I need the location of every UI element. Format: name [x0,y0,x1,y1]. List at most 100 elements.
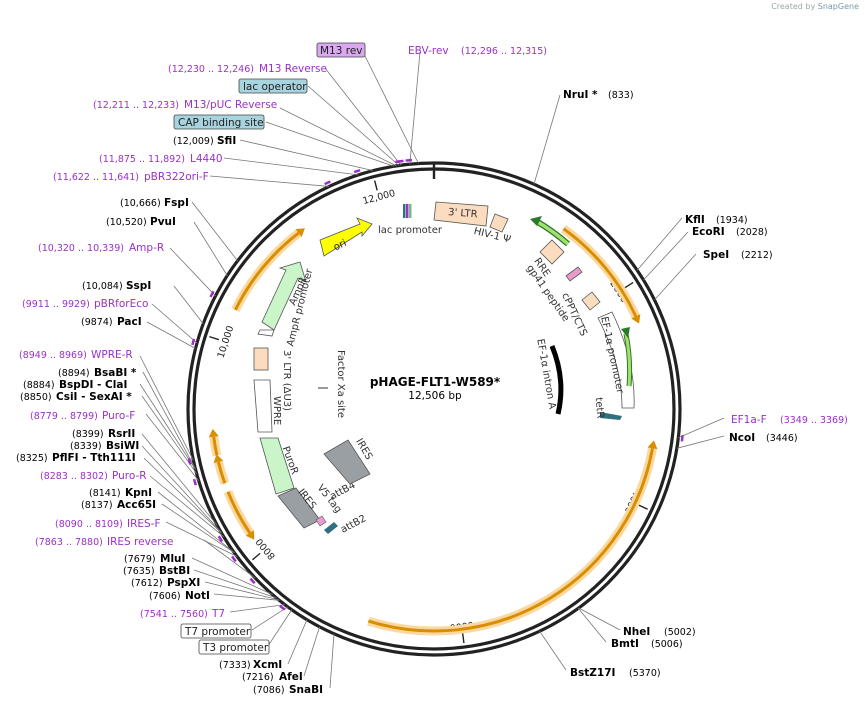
primer-m13-reverse[interactable]: M13 Reverse [259,63,327,75]
enzyme-mlui[interactable]: MluI [160,553,185,565]
leader-20 [141,433,218,526]
enzyme-pflfi-tth111i[interactable]: PflFI - Tth111I [52,452,136,464]
primer-pbr322ori-f[interactable]: pBR322ori-F [144,171,209,183]
enzyme-sfii[interactable]: SfiI [217,135,236,147]
gp41-feature[interactable] [565,266,583,282]
primer-amp-r[interactable]: Amp-R [129,242,164,254]
attb2-feature[interactable] [324,522,338,534]
enzyme-kpni[interactable]: KpnI [125,487,152,499]
cppt-feature[interactable] [581,291,601,311]
enzyme-paci[interactable]: PacI [117,316,142,328]
t3-promoter-box[interactable] [198,639,270,655]
enzyme-bsabi[interactable]: BsaBI * [94,367,137,379]
leader-29 [193,569,277,599]
primer-mark-4 [324,180,331,186]
primer-ires-f[interactable]: IRES-F [127,518,161,530]
enzyme-fspi[interactable]: FspI [164,197,189,209]
enzyme-xcmi[interactable]: XcmI [253,659,282,671]
tick-2000 [624,281,634,289]
enzyme-spei[interactable]: SpeI [703,249,729,261]
primer-pbrforeco-pos: (9911 .. 9929) [22,299,90,310]
enzyme-afei[interactable]: AfeI [279,671,303,683]
enzyme-rsrii[interactable]: RsrII [108,428,135,440]
enzyme-pspxi[interactable]: PspXI [167,577,200,589]
primer-ires-f-pos: (8090 .. 8109) [55,519,123,530]
leader-7 [223,157,359,176]
primer-ebv-rev[interactable]: EBV-rev [408,45,449,57]
leader-23 [149,475,225,538]
leader-32 [229,604,285,613]
primer-ef1a-f[interactable]: EF1a-F [731,414,767,426]
t3-promoter-label: T3 promoter [202,642,269,654]
enzyme-csii-sexai-pos: (8850) [20,392,52,403]
enzyme-bspdi-clai[interactable]: BspDI - ClaI [59,379,127,391]
orf-head-0 [631,314,641,324]
primer-l4440[interactable]: L4440 [190,153,223,165]
ef1a-intron-feature[interactable] [549,345,564,415]
leader-17 [139,383,196,470]
hiv-psi-feature[interactable] [489,213,509,233]
enzyme-noti[interactable]: NotI [185,590,210,602]
ori-label: ori [332,238,348,253]
attb2-label: attB2 [339,513,368,535]
primer-labels: EBV-rev (12,296 .. 12,315) M13 Reverse (… [19,45,848,620]
enzyme-kfli[interactable]: KflI [685,214,705,226]
ori-feature[interactable] [319,217,373,257]
orf-arc-1 [367,447,654,633]
primer-mark-11 [249,577,256,585]
primer-m13-puc-reverse[interactable]: M13/pUC Reverse [184,99,277,111]
enzyme-nhei[interactable]: NheI [623,626,650,638]
ampr-promoter-feature[interactable] [257,329,275,337]
primer-t7[interactable]: T7 [211,608,225,620]
tick-marks [209,163,648,644]
ires-feature[interactable] [323,439,371,485]
enzyme-pvui-pos: (10,520) [106,217,147,228]
m13-rev-box[interactable] [316,42,366,58]
v5-tag-feature[interactable] [315,515,327,527]
enzyme-sspi[interactable]: SspI [126,280,151,292]
enzyme-bmti[interactable]: BmtI [611,638,639,650]
leader-18 [141,395,197,474]
enzyme-ecori[interactable]: EcoRI [692,226,725,238]
puror-feature[interactable] [259,437,295,495]
orf-arc-5 [233,231,300,311]
enzyme-csii-sexai[interactable]: CsiI - SexAI * [56,391,132,403]
primer-pbrforeco[interactable]: pBRforEco [94,298,148,310]
rre-feature[interactable] [539,239,565,265]
three-ltr-du3-feature[interactable] [253,347,269,371]
primer-ires-reverse[interactable]: IRES reverse [107,536,174,548]
ef1a-promoter-feature[interactable] [597,311,635,409]
leader-31 [213,593,280,601]
enzyme-bstz17i-pos: (5370) [629,668,661,679]
enzyme-bstz17i[interactable]: BstZ17I [570,667,615,679]
attb4-label: attB4 [328,480,357,502]
enzyme-nrui[interactable]: NruI * [563,89,598,101]
enzyme-bstbi[interactable]: BstBI [159,565,190,577]
wpre-feature[interactable] [253,379,273,433]
enzyme-pvui[interactable]: PvuI [150,216,176,228]
primer-puro-f[interactable]: Puro-F [102,410,135,422]
enzyme-pspxi-pos: (7612) [131,578,163,589]
enzyme-snabi[interactable]: SnaBI [289,684,323,696]
enzyme-afei-pos: (7216) [242,672,274,683]
leader-36 [303,626,320,677]
enzyme-snabi-pos: (7086) [253,685,285,696]
primer-wpre-r[interactable]: WPRE-R [91,349,133,361]
primer-wpre-r-pos: (8949 .. 8969) [19,350,87,361]
enzyme-acc65i[interactable]: Acc65I [117,499,156,511]
ampr-feature[interactable] [261,261,307,331]
three-ltr-feature[interactable] [433,201,489,227]
enzyme-ncoi[interactable]: NcoI [729,432,755,444]
primer-mark-3 [353,168,361,174]
wpre-label: WPRE [271,396,282,425]
enzyme-bsiwi[interactable]: BsiWI [106,440,139,452]
leader-12 [173,285,204,324]
primer-puro-r[interactable]: Puro-R [112,470,147,482]
enzyme-fspi-pos: (10,666) [120,198,161,209]
tetr-feature[interactable] [600,412,622,420]
t7-promoter-box[interactable] [180,623,252,639]
lac-operator-label: lac operator [243,81,307,93]
enzyme-rsrii-pos: (8399) [72,429,104,440]
lac-operator-box[interactable] [238,78,308,94]
cap-binding-site-box[interactable] [173,114,265,130]
